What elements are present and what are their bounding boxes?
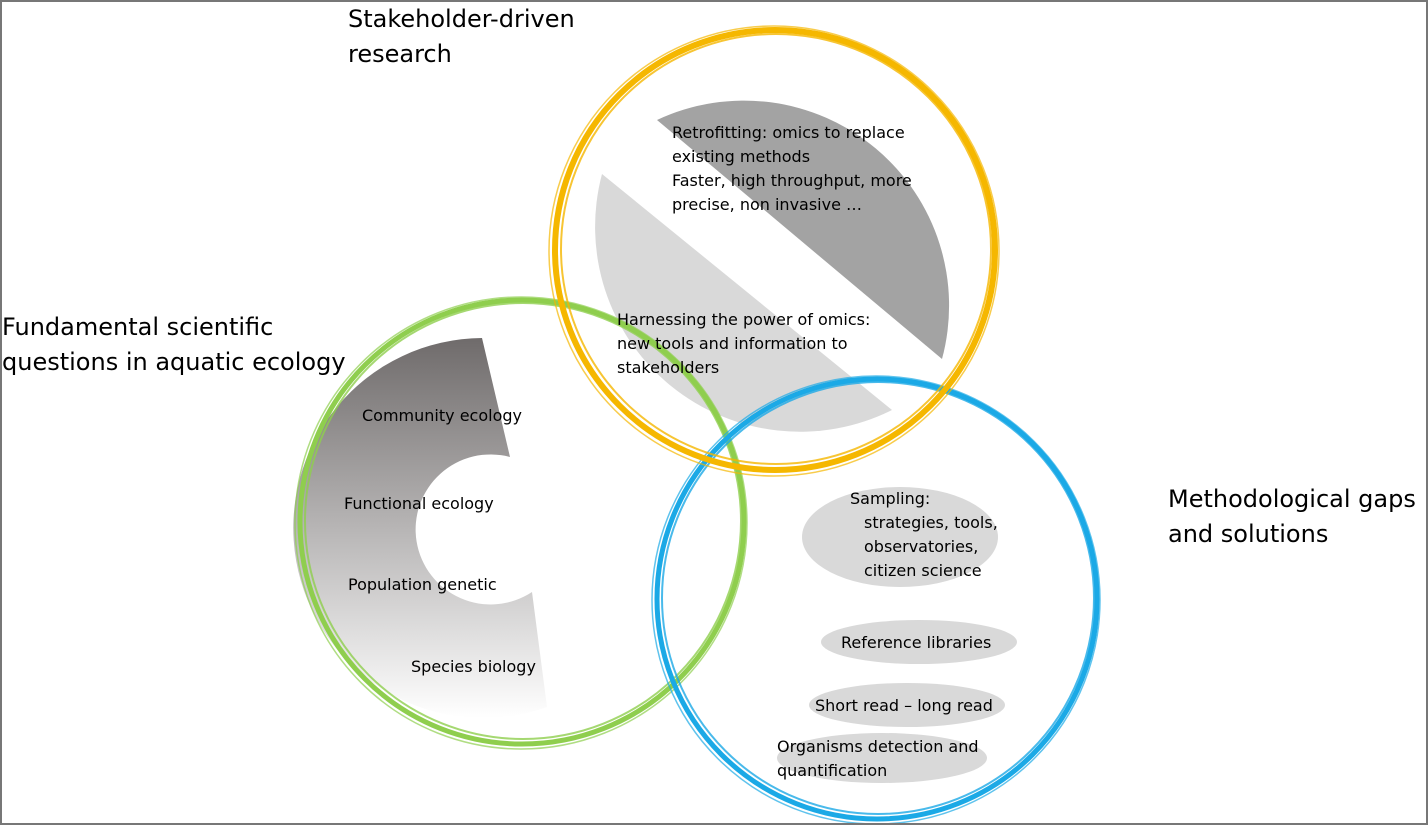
retrofitting-line2: existing methods bbox=[672, 147, 811, 166]
methodological-title: Methodological gaps and solutions bbox=[1168, 482, 1416, 552]
item-community-ecology: Community ecology bbox=[362, 406, 522, 425]
fundamental-gradient-wedge bbox=[293, 338, 547, 718]
short-long-read-text: Short read – long read bbox=[815, 696, 993, 715]
fundamental-ring bbox=[294, 296, 748, 750]
detection-quantification-bubble bbox=[777, 733, 987, 783]
item-population-genetic: Population genetic bbox=[348, 575, 497, 594]
sampling-line2: strategies, tools, bbox=[864, 513, 998, 532]
stakeholder-title: Stakeholder-driven research bbox=[348, 2, 575, 72]
harnessing-line2: new tools and information to bbox=[617, 334, 848, 353]
detection-line1: Organisms detection and bbox=[777, 737, 979, 756]
stakeholder-ring bbox=[548, 25, 1000, 477]
fundamental-title: Fundamental scientific questions in aqua… bbox=[2, 310, 346, 380]
retrofitting-line4: precise, non invasive … bbox=[672, 195, 863, 214]
retrofitting-line1: Retrofitting: omics to replace bbox=[672, 123, 905, 142]
methodological-title-line1: Methodological gaps bbox=[1168, 485, 1416, 513]
harnessing-text: Harnessing the power of omics: new tools… bbox=[617, 308, 870, 380]
sampling-line1: Sampling: bbox=[850, 489, 931, 508]
harnessing-line3: stakeholders bbox=[617, 358, 720, 377]
harnessing-half bbox=[595, 174, 892, 432]
detection-text: Organisms detection and quantification bbox=[777, 735, 979, 783]
item-species-biology: Species biology bbox=[411, 657, 536, 676]
item-functional-ecology: Functional ecology bbox=[344, 494, 494, 513]
stakeholder-title-line1: Stakeholder-driven bbox=[348, 5, 575, 33]
sampling-line3: observatories, bbox=[864, 537, 979, 556]
detection-line2: quantification bbox=[777, 761, 888, 780]
sampling-text: Sampling: strategies, tools, observatori… bbox=[850, 487, 998, 583]
stakeholder-title-line2: research bbox=[348, 40, 452, 68]
retrofitting-text: Retrofitting: omics to replace existing … bbox=[672, 121, 912, 217]
retrofitting-half bbox=[657, 100, 950, 359]
reference-libraries-bubble bbox=[821, 620, 1017, 664]
fundamental-title-line2: questions in aquatic ecology bbox=[2, 348, 346, 376]
reference-libraries-text: Reference libraries bbox=[841, 633, 992, 652]
methodological-title-line2: and solutions bbox=[1168, 520, 1329, 548]
harnessing-line1: Harnessing the power of omics: bbox=[617, 310, 871, 329]
sampling-line4: citizen science bbox=[864, 561, 982, 580]
short-long-read-bubble bbox=[809, 683, 1005, 727]
methodological-ring bbox=[651, 375, 1101, 823]
sampling-bubble bbox=[802, 487, 998, 587]
fundamental-title-line1: Fundamental scientific bbox=[2, 313, 274, 341]
retrofitting-line3: Faster, high throughput, more bbox=[672, 171, 912, 190]
